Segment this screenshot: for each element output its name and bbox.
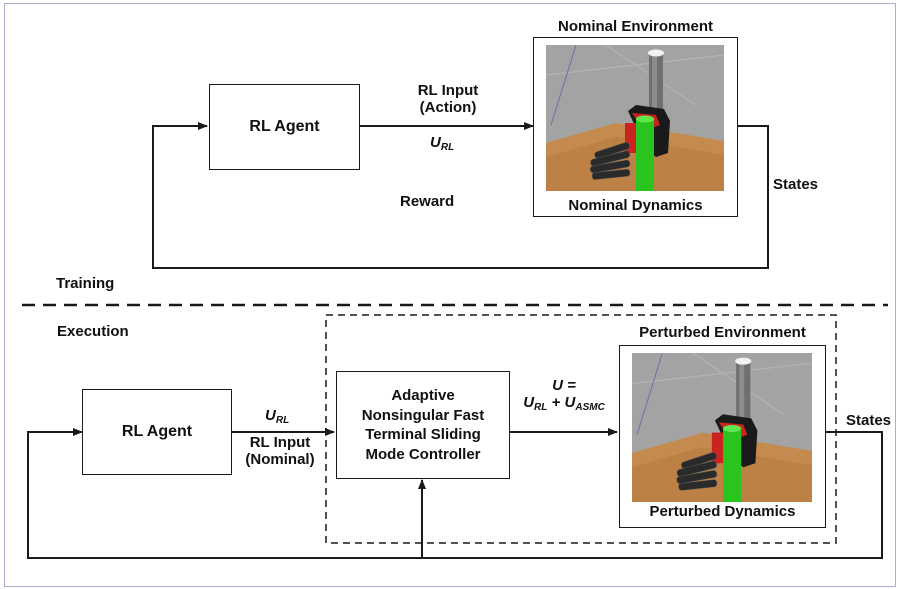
control-law-label: U = URL + UASMC (510, 377, 618, 414)
training-feedback-line (152, 122, 769, 269)
nominal-environment-box: Nominal Dynamics (533, 37, 738, 217)
perturbed-environment-title: Perturbed Environment (639, 324, 806, 341)
training-section-label: Training (56, 275, 115, 292)
control-law-line1: U = (552, 377, 576, 394)
controller-label-line3: Terminal Sliding (365, 426, 481, 443)
training-reward-label: Reward (400, 193, 455, 210)
controller-label-line2: Nonsingular Fast (361, 406, 485, 424)
execution-feedback-line (27, 428, 883, 559)
training-rl-agent-box: RL Agent (209, 84, 360, 170)
robot-hand-illustration (632, 353, 812, 502)
nominal-dynamics-caption: Nominal Dynamics (568, 197, 703, 214)
execution-rl-input-line2: (Nominal) (245, 451, 315, 469)
nominal-robot-hand-scene (546, 45, 724, 191)
figure-border (4, 3, 896, 587)
execution-rl-agent-box: RL Agent (82, 389, 232, 475)
execution-rl-agent-label: RL Agent (121, 423, 193, 440)
nominal-environment-title: Nominal Environment (557, 18, 714, 35)
training-rl-agent-label: RL Agent (249, 118, 320, 135)
execution-rl-input-label: RL Input (Nominal) (228, 434, 332, 469)
controller-label-line4: Mode Controller (365, 445, 481, 463)
controller-label-line1: Adaptive (391, 387, 455, 404)
training-rl-input-line1: RL Input (417, 82, 479, 99)
execution-u-rl-symbol: URL (265, 407, 290, 426)
execution-rl-input-line1: RL Input (249, 434, 311, 451)
training-rl-input-line2: (Action) (419, 99, 477, 117)
perturbed-environment-box: Perturbed Dynamics (619, 345, 826, 528)
execution-section-label: Execution (57, 323, 129, 340)
training-states-label: States (773, 176, 819, 193)
training-u-rl-symbol: URL (430, 134, 455, 153)
perturbed-robot-hand-scene (632, 353, 812, 502)
asmc-controller-box: Adaptive Nonsingular Fast Terminal Slidi… (336, 371, 510, 479)
execution-states-label: States (846, 412, 892, 429)
training-rl-input-label: RL Input (Action) (393, 82, 503, 117)
perturbed-dynamics-caption: Perturbed Dynamics (649, 503, 796, 520)
robot-hand-illustration (546, 45, 724, 191)
control-law-line2: URL + UASMC (523, 394, 605, 414)
